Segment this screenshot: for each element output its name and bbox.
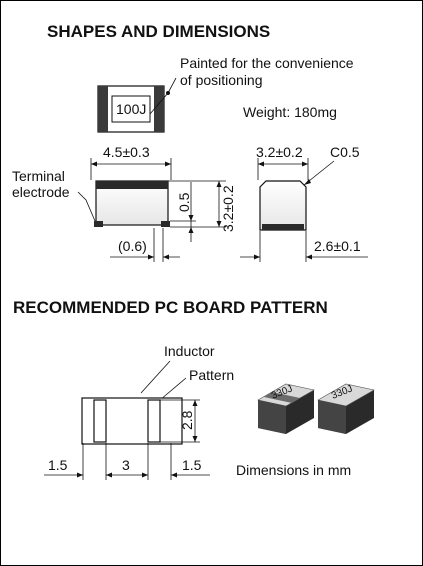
section1-heading: SHAPES AND DIMENSIONS (47, 22, 270, 41)
terminal-label-line1: Terminal (12, 168, 65, 184)
inductor-leader (140, 360, 171, 394)
terminal-label-line2: electrode (12, 184, 70, 200)
dim-right: 1.5 (182, 457, 202, 473)
inductor-label: Inductor (164, 343, 215, 359)
component-photo-2: 330J (317, 383, 375, 434)
component-photo-1: 330J (257, 383, 315, 434)
dim-width: 3.2±0.2 (256, 144, 303, 160)
component-marking: 100J (116, 101, 146, 117)
dim-side-depth: 2.6±0.1 (314, 238, 361, 254)
units-note: Dimensions in mm (236, 462, 351, 478)
dim-center: 3 (122, 457, 130, 473)
dim-terminal-width: (0.6) (118, 238, 147, 254)
dim-left: 1.5 (48, 457, 68, 473)
dim-terminal-height: 0.5 (176, 192, 192, 212)
weight-label: Weight: 180mg (243, 104, 337, 120)
terminal-leader (77, 191, 96, 222)
dim-length: 4.5±0.3 (103, 144, 150, 160)
chamfer-label: C0.5 (330, 144, 360, 160)
pattern-leader (159, 377, 187, 401)
dim-height: 3.2±0.2 (220, 185, 236, 232)
front-view (94, 180, 170, 227)
note-line2: of positioning (180, 72, 263, 88)
note-line1: Painted for the convenience (180, 55, 354, 71)
pc-board-pattern (81, 397, 183, 445)
side-view (259, 180, 307, 231)
top-view: 100J (97, 85, 165, 133)
section2-heading: RECOMMENDED PC BOARD PATTERN (13, 298, 328, 317)
pattern-label: Pattern (189, 367, 234, 383)
dim-pad-height: 2.8 (179, 410, 195, 430)
